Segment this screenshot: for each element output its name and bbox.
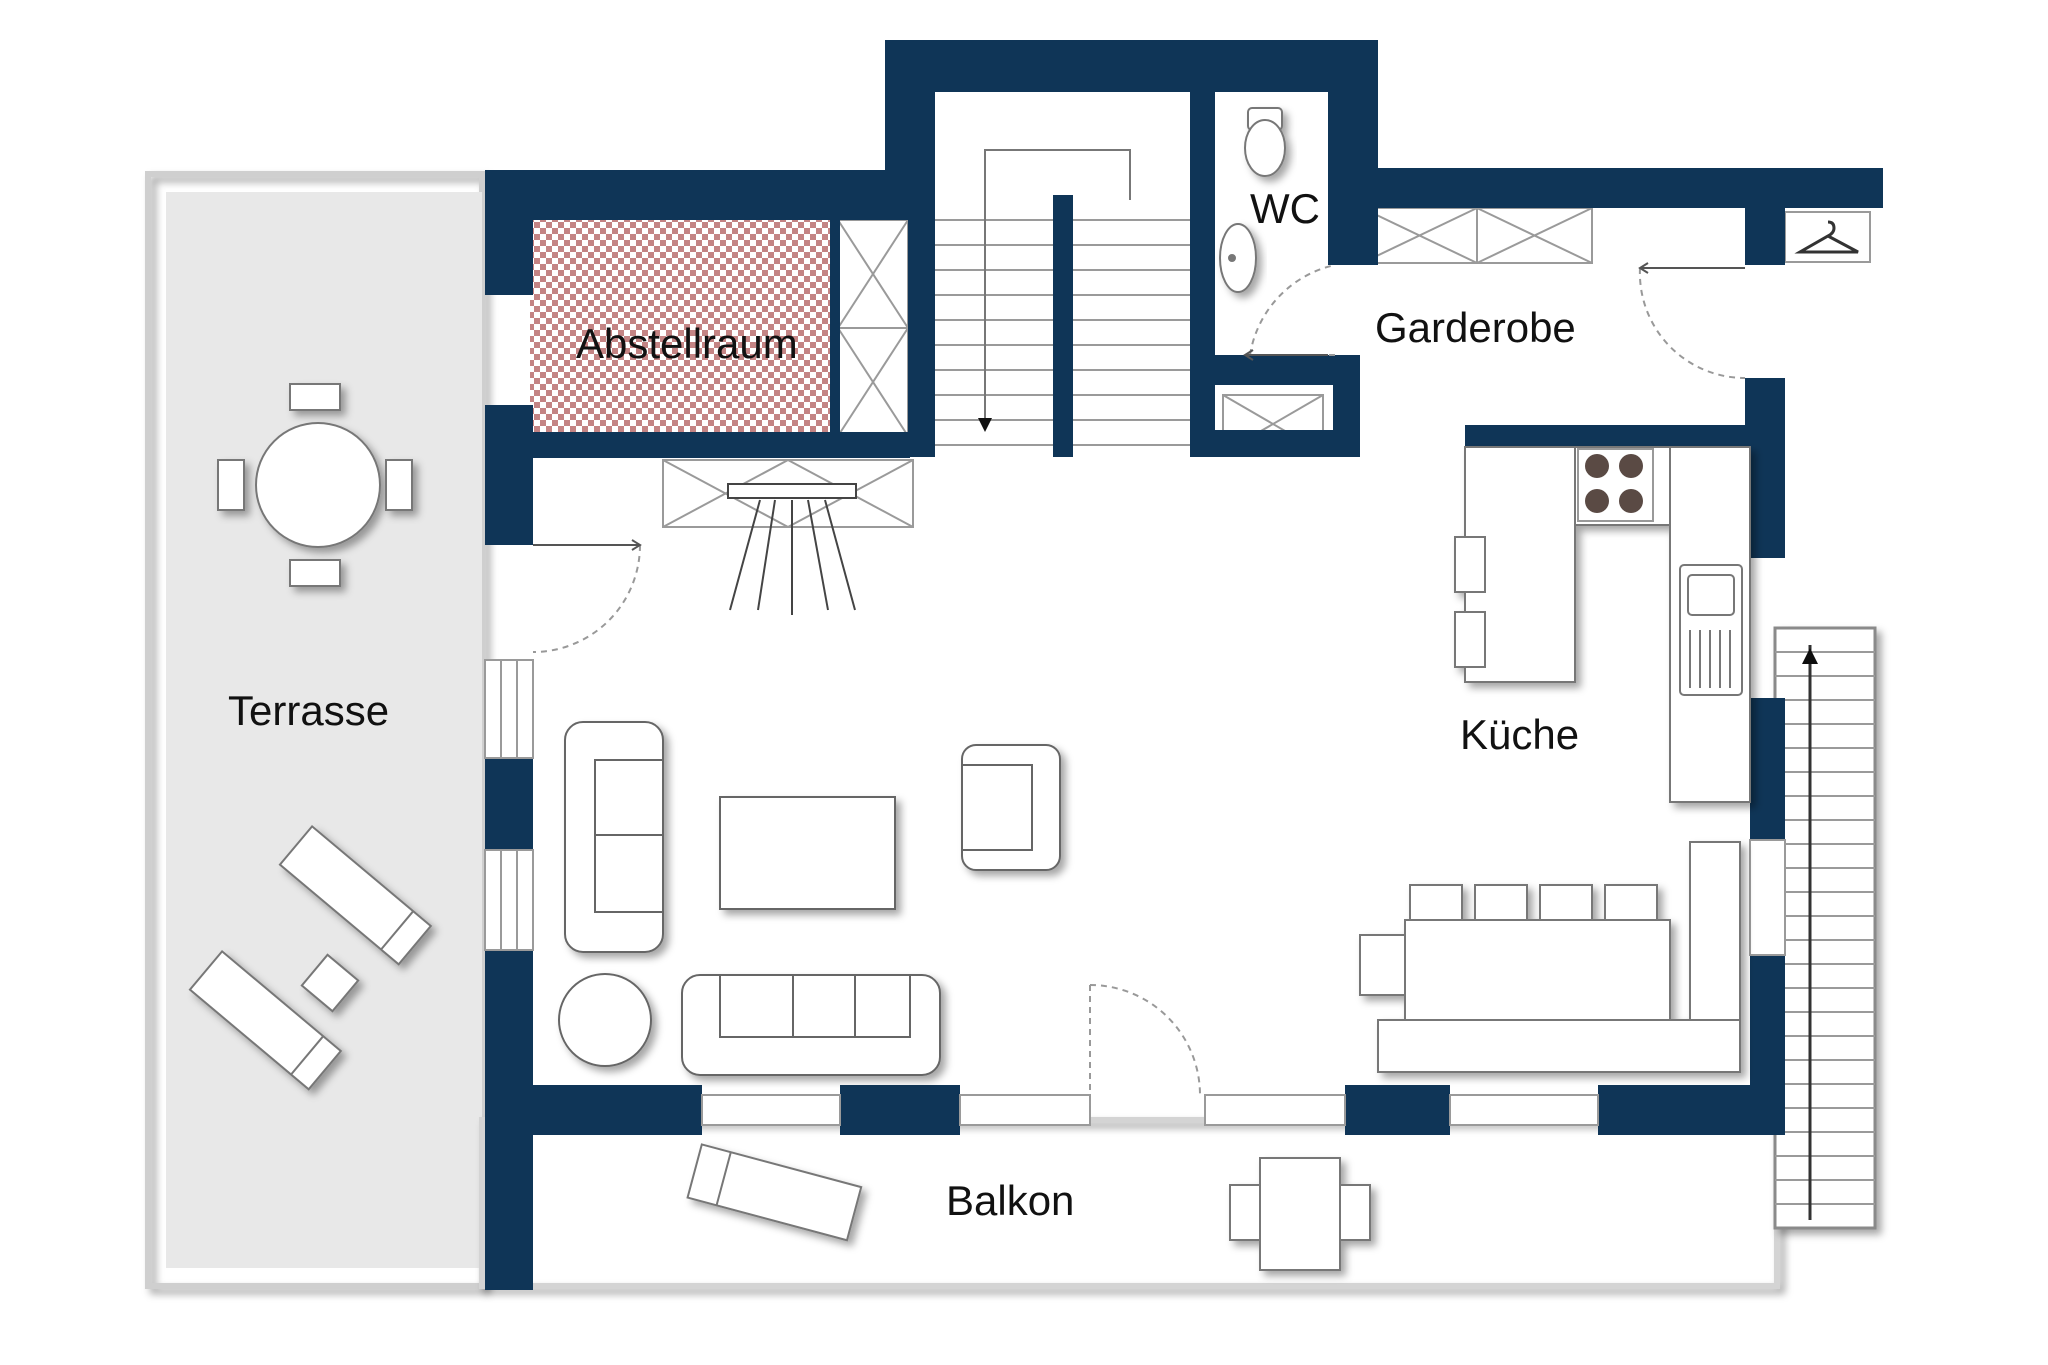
room-label-terrasse: Terrasse (228, 687, 390, 734)
balcony-area (479, 1117, 1780, 1289)
balcony-furniture (686, 1143, 1371, 1271)
openings (484, 659, 1786, 1126)
kitchen-sink-icon (1679, 564, 1743, 696)
living-furniture (558, 721, 1061, 1076)
stove-icon (1577, 448, 1654, 522)
sink-icon (1219, 223, 1257, 293)
terrace-dining-set (217, 383, 413, 587)
room-label-wc: WC (1250, 185, 1320, 232)
room-label-balkon: Balkon (946, 1177, 1075, 1224)
room-label-abstellraum: Abstellraum (576, 320, 798, 367)
walls (485, 40, 1883, 1290)
stair-arrow-icon (1802, 648, 1818, 664)
coat-hanger-icon (1784, 211, 1871, 263)
storage-room-floor (530, 220, 830, 435)
toilet-icon (1244, 107, 1286, 177)
room-label-kueche: Küche (1460, 711, 1580, 758)
sofa-left (564, 721, 664, 953)
stair-arrow-icon (978, 418, 992, 432)
armchair (961, 744, 1061, 871)
door-arrow (533, 262, 1745, 551)
side-table (558, 973, 652, 1067)
ceiling-lamp-icon (727, 483, 857, 615)
interior-stairs (935, 149, 1190, 457)
storage-shelves (837, 219, 909, 437)
kitchen-units (1359, 446, 1751, 1073)
coffee-table (719, 796, 896, 910)
room-label-garderobe: Garderobe (1375, 304, 1576, 351)
exterior-stairs (1773, 626, 1877, 1230)
terrace-area (145, 171, 485, 1289)
sun-lounger (188, 824, 433, 1091)
